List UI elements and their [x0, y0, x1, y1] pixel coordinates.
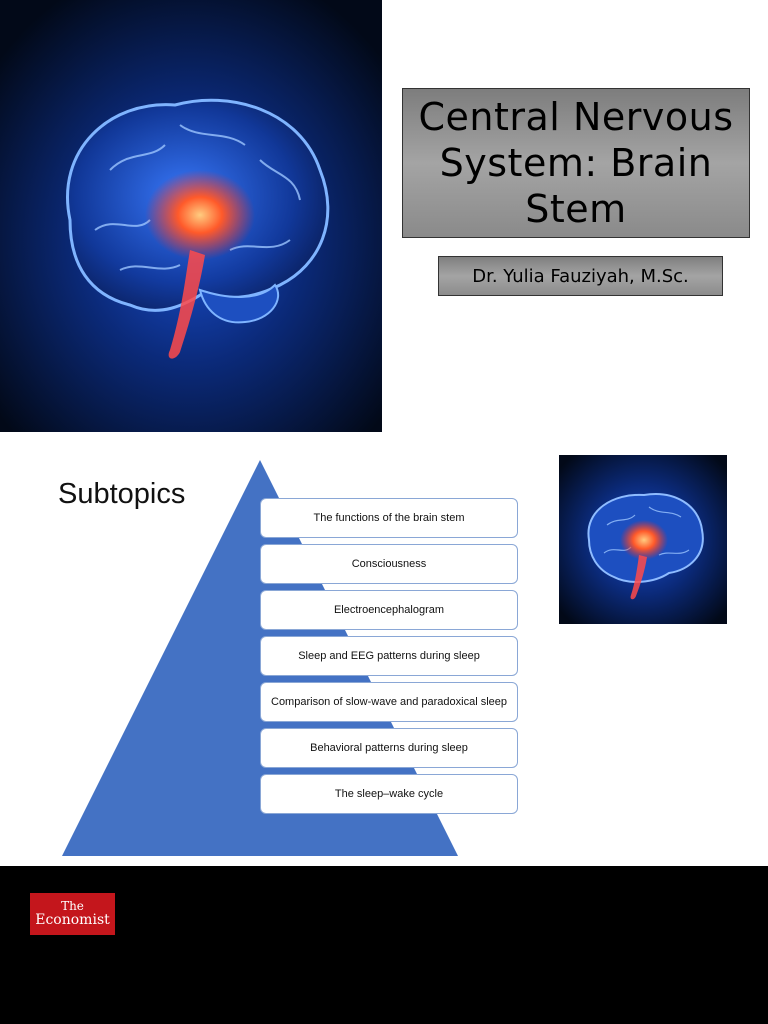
footer-bar: The Economist [0, 866, 768, 1024]
brain-illustration [0, 0, 382, 432]
economist-logo[interactable]: The Economist [30, 893, 115, 935]
topic-item: Consciousness [260, 544, 518, 584]
topic-item: The sleep–wake cycle [260, 774, 518, 814]
logo-line-2: Economist [35, 912, 110, 928]
topic-item: Behavioral patterns during sleep [260, 728, 518, 768]
subtopics-heading: Subtopics [58, 478, 186, 510]
slide-title: Central Nervous System: Brain Stem [418, 95, 734, 231]
title-box: Central Nervous System: Brain Stem [402, 88, 750, 238]
author-box: Dr. Yulia Fauziyah, M.Sc. [438, 256, 723, 296]
title-slide: Central Nervous System: Brain Stem Dr. Y… [0, 0, 768, 432]
brain-thumbnail [559, 455, 727, 624]
topic-item: Comparison of slow-wave and paradoxical … [260, 682, 518, 722]
subtopics-slide: Subtopics The functions of the brain ste… [0, 448, 768, 866]
logo-line-1: The [61, 899, 84, 913]
topic-item: Sleep and EEG patterns during sleep [260, 636, 518, 676]
topic-list: The functions of the brain stem Consciou… [260, 498, 518, 820]
topic-item: The functions of the brain stem [260, 498, 518, 538]
topic-item: Electroencephalogram [260, 590, 518, 630]
author-name: Dr. Yulia Fauziyah, M.Sc. [472, 265, 689, 287]
